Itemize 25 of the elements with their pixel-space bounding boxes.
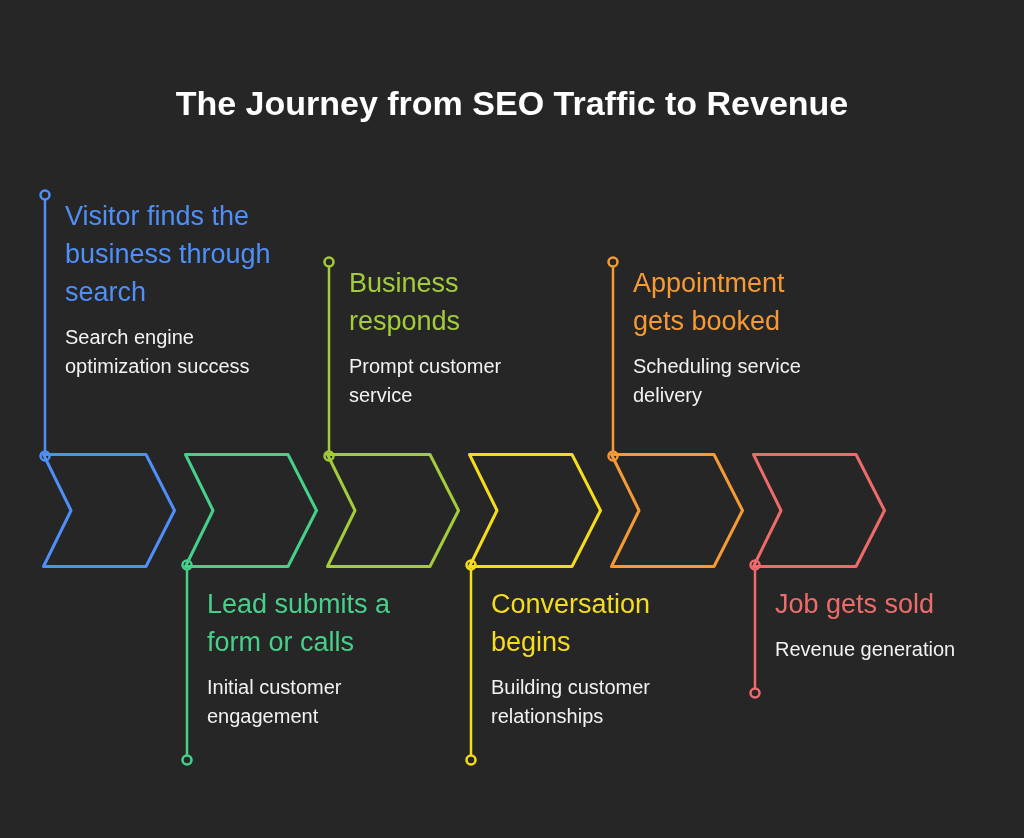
chevron-shape (42, 453, 176, 568)
chevron-shape (468, 453, 602, 568)
chevron-shape (184, 453, 318, 568)
step-description: Prompt customer service (349, 354, 503, 408)
leader-line (323, 256, 335, 462)
chevron-shape (610, 453, 744, 568)
step-description: Building customer relationships (491, 675, 651, 729)
leader-line (465, 559, 477, 766)
leader-line (39, 189, 51, 462)
diagram-title: The Journey from SEO Traffic to Revenue (174, 83, 850, 124)
step-heading: Conversation begins (491, 588, 652, 659)
step-heading: Business responds (349, 267, 462, 338)
chevron-shape (326, 453, 460, 568)
step-heading: Lead submits a form or calls (207, 588, 392, 659)
leader-line (181, 559, 193, 766)
step-heading: Job gets sold (775, 588, 936, 621)
step-description: Scheduling service delivery (633, 354, 802, 408)
chevron-shape (752, 453, 886, 568)
step-description: Revenue generation (775, 637, 957, 662)
leader-line (607, 256, 619, 462)
step-description: Initial customer engagement (207, 675, 343, 729)
step-heading: Appointment gets booked (633, 267, 786, 338)
step-heading: Visitor finds the business through search (65, 200, 272, 309)
step-description: Search engine optimization success (65, 325, 251, 379)
leader-line (749, 559, 761, 699)
